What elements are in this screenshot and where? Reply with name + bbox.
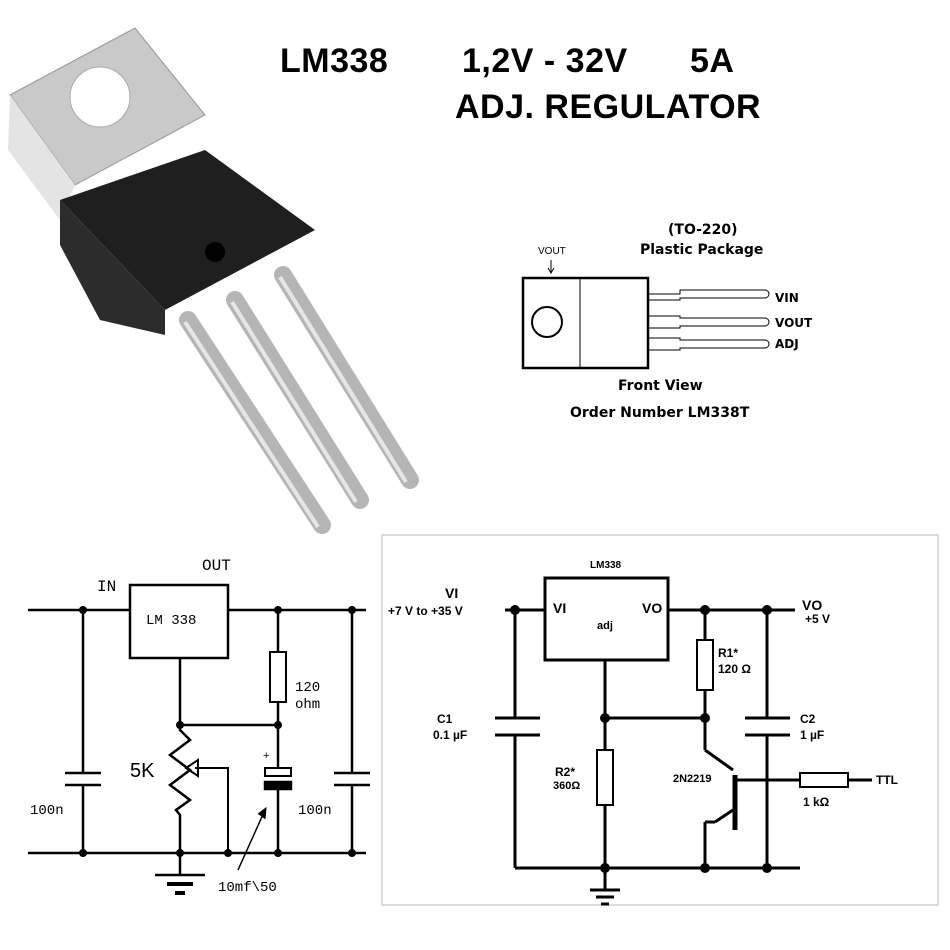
r1-value: 120 Ω [718,662,751,676]
to220-photo [8,27,419,534]
c-elec-value: 10mf\50 [218,880,277,896]
title-range: 1,2V - 32V [462,42,628,80]
tab-label: VOUT [538,246,566,257]
pin-vi: VI [553,600,567,616]
c1-label: C1 [437,712,453,726]
c1-value: 0.1 µF [433,728,468,742]
transistor-label: 2N2219 [673,773,712,785]
pot-value: 5K [130,760,155,782]
r2-value: 360Ω [553,780,581,792]
title-part: LM338 [280,42,389,80]
rb-value: 1 kΩ [803,795,830,809]
chip-label: LM338 [590,560,622,571]
r1-unit: ohm [295,697,321,713]
r1-value: 120 [295,680,321,696]
vo-value: +5 V [805,612,831,626]
in-label: IN [97,578,117,596]
pin-label: VIN [775,291,799,305]
chip-label: LM 338 [146,613,197,629]
circuit-right-drawing [381,534,939,906]
title-desc: ADJ. REGULATOR [455,88,762,126]
c-in-value: 100n [30,803,64,819]
ttl-label: TTL [876,773,898,787]
pin-vo: VO [642,600,663,616]
pin-label: VOUT [775,316,813,330]
pin-label: ADJ [775,337,799,351]
order-number: Order Number LM338T [570,405,750,421]
vo-label: VO [802,597,823,613]
pinout-drawing [521,260,770,370]
vi-range: +7 V to +35 V [388,604,463,618]
r2-label: R2* [555,765,576,779]
c-out-value: 100n [298,803,332,819]
circuit-left-drawing [28,583,370,895]
front-view-label: Front View [618,378,703,394]
vi-label: VI [445,585,459,601]
out-label: OUT [202,557,231,575]
package-type: Plastic Package [640,242,764,258]
r1-label: R1* [718,646,739,660]
c2-label: C2 [800,712,816,726]
c2-value: 1 µF [800,728,825,742]
pin-adj: adj [597,620,613,632]
title-current: 5A [690,42,735,80]
plus-sign: + [263,750,270,762]
package-name: (TO-220) [668,222,738,238]
